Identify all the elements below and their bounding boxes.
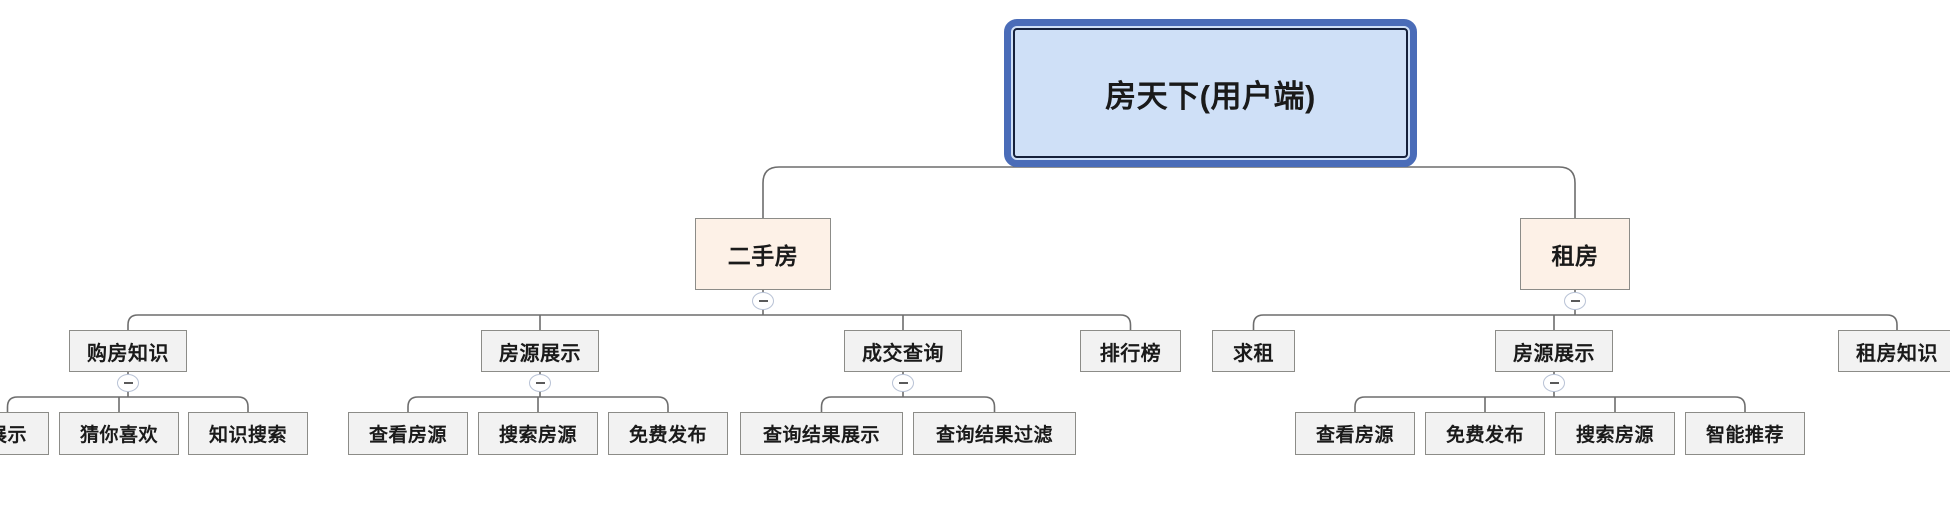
mindmap-node-cjcx[interactable]: 成交查询 [844, 330, 962, 372]
minus-glyph [758, 300, 768, 302]
node-label: 知识搜索 [208, 425, 287, 446]
node-label: 二手房 [727, 243, 799, 269]
mindmap-node-l1[interactable]: 展示 [0, 412, 49, 455]
mindmap-node-l10[interactable]: 免费发布 [1425, 412, 1545, 455]
connector-line [6, 396, 18, 412]
connector-line [1886, 314, 1898, 330]
connector-line [237, 396, 249, 412]
mindmap-node-root[interactable]: 房天下(用户端) [1004, 19, 1417, 167]
node-label: 免费发布 [1445, 425, 1524, 446]
connector-line [984, 396, 996, 412]
mindmap-node-l6[interactable]: 免费发布 [608, 412, 728, 455]
mindmap-node-fyzs1[interactable]: 房源展示 [481, 330, 599, 372]
minus-circle-icon[interactable] [892, 374, 914, 392]
mindmap-node-zufang[interactable]: 租房 [1520, 218, 1630, 290]
mindmap-node-l11[interactable]: 搜索房源 [1555, 412, 1675, 455]
minus-circle-icon[interactable] [1564, 292, 1586, 310]
node-label: 购房知识 [87, 342, 169, 365]
connector-line [1354, 396, 1366, 412]
minus-glyph [123, 382, 133, 384]
node-label: 查看房源 [368, 425, 447, 446]
mindmap-node-zfzs[interactable]: 租房知识 [1838, 330, 1950, 372]
connector-line [657, 396, 669, 412]
connector-line [127, 314, 139, 330]
node-label: 免费发布 [628, 425, 707, 446]
node-label: 展示 [0, 425, 27, 446]
mindmap-node-l3[interactable]: 知识搜索 [188, 412, 308, 455]
node-label: 房天下(用户端) [1105, 78, 1316, 114]
minus-circle-icon[interactable] [752, 292, 774, 310]
mindmap-node-l7[interactable]: 查询结果展示 [740, 412, 903, 455]
connector-line [762, 166, 780, 218]
node-label: 房源展示 [499, 342, 581, 365]
minus-glyph [535, 382, 545, 384]
node-label: 智能推荐 [1705, 425, 1784, 446]
mindmap-node-phb[interactable]: 排行榜 [1080, 330, 1181, 372]
node-label: 租房知识 [1856, 342, 1938, 365]
connector-line [407, 396, 419, 412]
mindmap-node-l9[interactable]: 查看房源 [1295, 412, 1415, 455]
minus-circle-icon[interactable] [1543, 374, 1565, 392]
node-label: 排行榜 [1099, 342, 1162, 365]
node-label: 搜索房源 [1575, 425, 1654, 446]
mindmap-node-l8[interactable]: 查询结果过滤 [913, 412, 1076, 455]
node-label: 查看房源 [1315, 425, 1394, 446]
mindmap-node-l5[interactable]: 搜索房源 [478, 412, 598, 455]
mindmap-node-gfzs[interactable]: 购房知识 [69, 330, 187, 372]
node-label: 房源展示 [1513, 342, 1595, 365]
mindmap-node-fyzs2[interactable]: 房源展示 [1495, 330, 1613, 372]
mindmap-node-qiuzu[interactable]: 求租 [1212, 330, 1295, 372]
mindmap-node-l4[interactable]: 查看房源 [348, 412, 468, 455]
mindmap-node-l2[interactable]: 猜你喜欢 [59, 412, 179, 455]
node-label: 查询结果过滤 [935, 425, 1053, 446]
minus-circle-icon[interactable] [117, 374, 139, 392]
connector-line [1120, 314, 1132, 330]
minus-glyph [898, 382, 908, 384]
node-label: 成交查询 [862, 342, 944, 365]
connector-line [1734, 396, 1746, 412]
node-label: 租房 [1551, 243, 1599, 269]
connector-line [820, 396, 832, 412]
node-label: 查询结果展示 [762, 425, 880, 446]
node-label: 猜你喜欢 [79, 425, 158, 446]
connector-line [1558, 166, 1576, 218]
connector-line [1252, 314, 1264, 330]
node-label: 搜索房源 [498, 425, 577, 446]
minus-circle-icon[interactable] [529, 374, 551, 392]
mindmap-node-l12[interactable]: 智能推荐 [1685, 412, 1805, 455]
node-label: 求租 [1233, 342, 1274, 365]
minus-glyph [1570, 300, 1580, 302]
minus-glyph [1549, 382, 1559, 384]
mindmap-node-ershoufang[interactable]: 二手房 [695, 218, 831, 290]
